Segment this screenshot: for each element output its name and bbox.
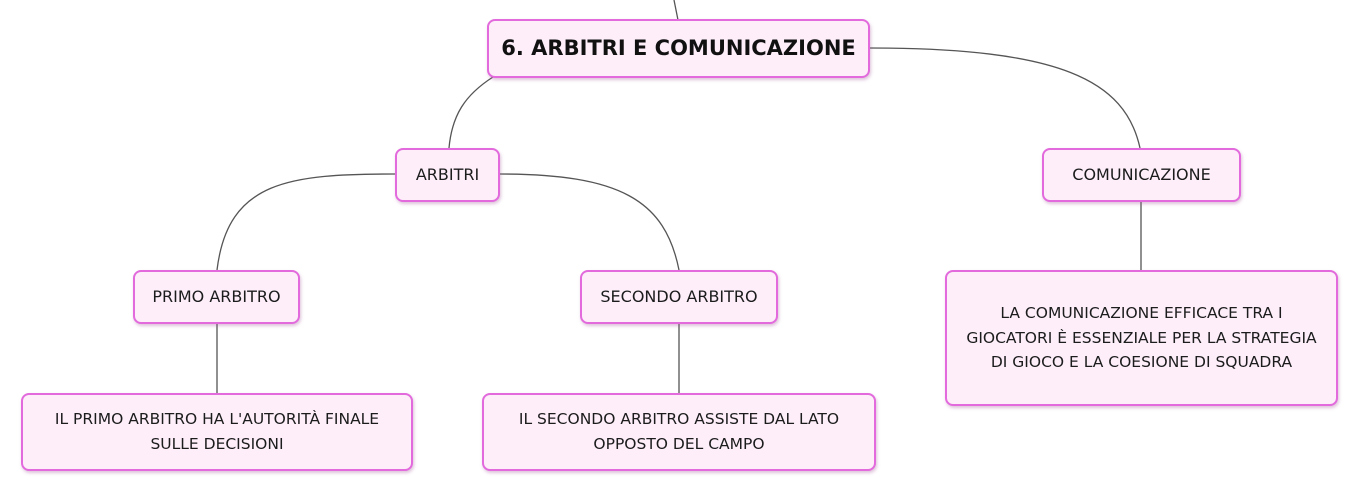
root-topic[interactable]: 6. ARBITRI E COMUNICAZIONE bbox=[487, 19, 870, 78]
topic-primo-arbitro[interactable]: PRIMO ARBITRO bbox=[133, 270, 300, 324]
detail-primo-arbitro-text: IL PRIMO ARBITRO HA L'AUTORITÀ FINALE SU… bbox=[54, 410, 380, 453]
root-topic-label: 6. ARBITRI E COMUNICAZIONE bbox=[501, 35, 856, 60]
edge-root-to-arbitri bbox=[448, 76, 494, 149]
detail-secondo-arbitro-text: IL SECONDO ARBITRO ASSISTE DAL LATO OPPO… bbox=[518, 410, 840, 453]
topic-comunicazione[interactable]: COMUNICAZIONE bbox=[1042, 148, 1241, 202]
topic-primo-arbitro-label: PRIMO ARBITRO bbox=[152, 287, 281, 307]
topic-arbitri[interactable]: ARBITRI bbox=[395, 148, 500, 202]
detail-comunicazione-text: LA COMUNICAZIONE EFFICACE TRA I GIOCATOR… bbox=[966, 303, 1317, 372]
detail-secondo-arbitro[interactable]: IL SECONDO ARBITRO ASSISTE DAL LATO OPPO… bbox=[482, 393, 876, 471]
topic-secondo-arbitro[interactable]: SECONDO ARBITRO bbox=[580, 270, 778, 324]
edge-root-to-comunicazione bbox=[868, 47, 1141, 149]
topic-comunicazione-label: COMUNICAZIONE bbox=[1072, 165, 1211, 185]
detail-comunicazione[interactable]: LA COMUNICAZIONE EFFICACE TRA I GIOCATOR… bbox=[945, 270, 1338, 406]
edge-arbitri-to-secondo bbox=[498, 173, 680, 271]
edge-arbitri-to-primo bbox=[216, 173, 397, 271]
topic-secondo-arbitro-label: SECONDO ARBITRO bbox=[600, 287, 758, 307]
edge-parent-to-root bbox=[673, 0, 679, 21]
topic-arbitri-label: ARBITRI bbox=[415, 165, 480, 185]
detail-primo-arbitro[interactable]: IL PRIMO ARBITRO HA L'AUTORITÀ FINALE SU… bbox=[21, 393, 413, 471]
